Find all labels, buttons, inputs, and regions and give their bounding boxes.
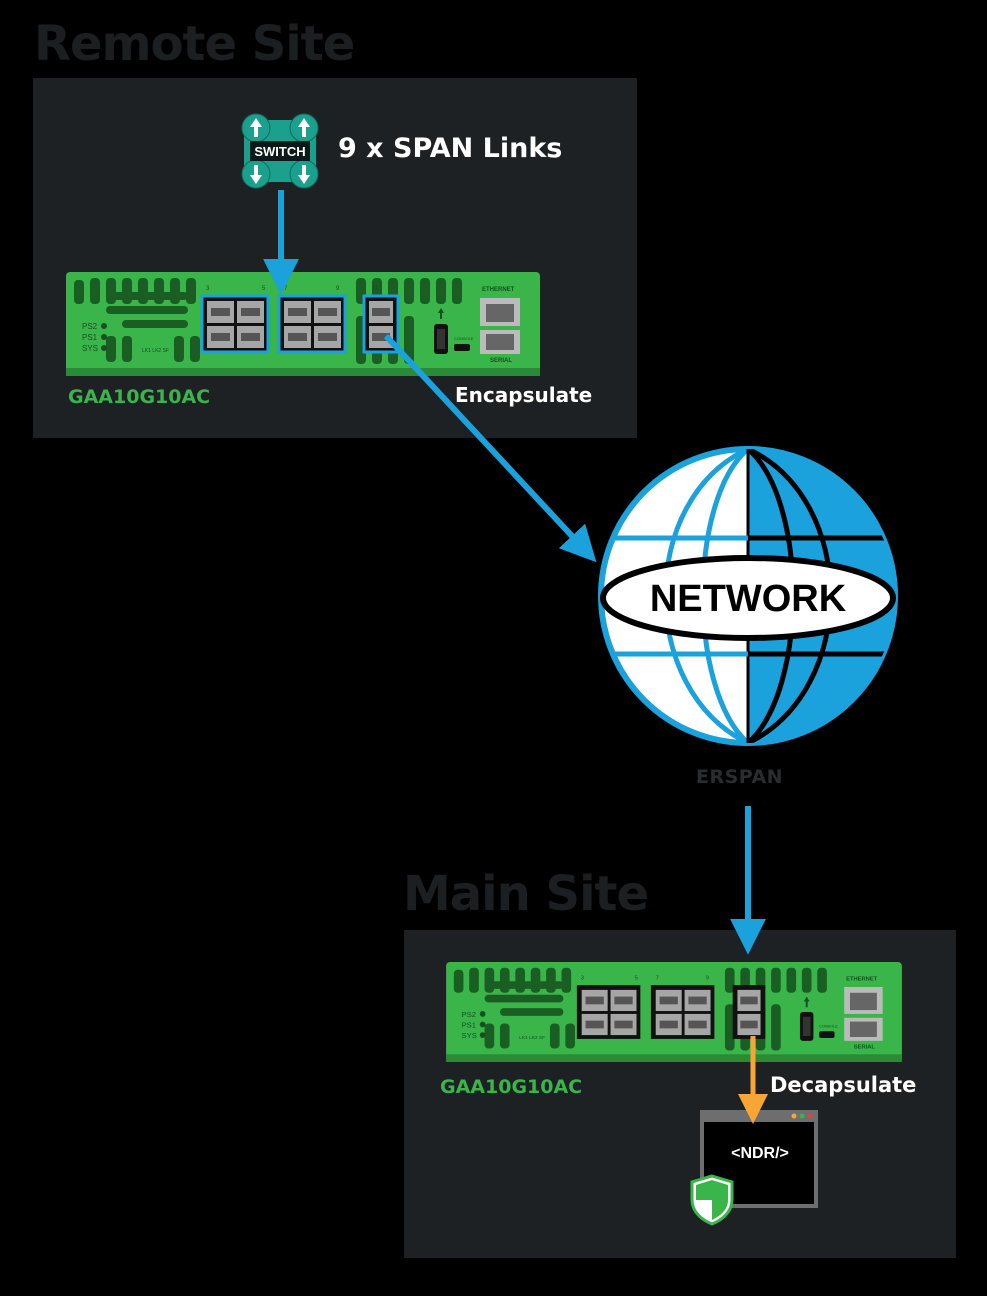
bottom-led-label: LK1 LK2 SF (142, 348, 169, 354)
main-usb-icon (799, 996, 814, 1041)
erspan-label: ERSPAN (696, 766, 784, 788)
ndr-window: <NDR/> (690, 1110, 818, 1226)
network-label: NETWORK (650, 578, 847, 620)
usb-icon (434, 308, 448, 354)
console-label: CONSOLE (454, 336, 474, 341)
switch-icon: SWITCH (241, 113, 319, 189)
encapsulate-label: Encapsulate (455, 383, 593, 407)
switch-text: SWITCH (254, 144, 305, 159)
main-port-number-7: 7 (656, 975, 659, 981)
shield-icon (690, 1174, 734, 1226)
ethernet-label: ETHERNET (482, 287, 515, 293)
main-serial-label: SERIAL (854, 1045, 876, 1051)
main-led-label-ps1: PS1 (462, 1020, 477, 1029)
port-number-11: 11 (372, 286, 379, 292)
main-bottom-led-label: LK1 LK2 SF (519, 1035, 545, 1041)
main-led-label-ps2: PS2 (462, 1010, 477, 1019)
main-led-label-sys: SYS (462, 1031, 477, 1040)
decapsulate-label: Decapsulate (770, 1073, 917, 1097)
led-label-ps2: PS2 (82, 322, 98, 331)
main-port-number-3: 3 (581, 975, 584, 981)
remote-site-panel (33, 78, 637, 438)
port-number-9: 9 (336, 286, 340, 292)
main-port-number-9: 9 (706, 975, 709, 981)
led-label-sys: SYS (82, 344, 98, 353)
remote-site-title: Remote Site (34, 16, 355, 72)
ndr-label: <NDR/> (731, 1145, 789, 1162)
encapsulate-arrow (383, 333, 597, 563)
main-port-number-11: 11 (740, 975, 746, 981)
remote-model-label: GAA10G10AC (68, 386, 211, 408)
main-site-title: Main Site (403, 866, 649, 922)
span-links-label: 9 x SPAN Links (338, 133, 563, 164)
led-label-ps1: PS1 (82, 333, 98, 342)
main-console-label: CONSOLE (819, 1024, 838, 1028)
remote-device: PS2 PS1 SYS LK1 LK2 SF 3 5 7 9 11 CONS (66, 272, 540, 376)
globe-icon: NETWORK (598, 446, 898, 746)
port-number-3: 3 (206, 286, 210, 292)
main-port-number-5: 5 (635, 975, 638, 981)
main-device: PS2 PS1 SYS LK1 LK2 SF 3 5 7 9 11 CONSOL… (446, 962, 902, 1062)
main-ethernet-label: ETHERNET (846, 976, 877, 982)
serial-label: SERIAL (490, 358, 512, 364)
main-model-label: GAA10G10AC (440, 1076, 583, 1098)
